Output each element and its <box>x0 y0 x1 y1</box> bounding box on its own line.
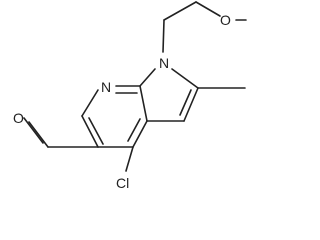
bond-c6-c5-double <box>88 117 104 145</box>
bond-cho-o-double <box>23 117 44 144</box>
bond-c3a-c7a <box>139 85 148 122</box>
atom-label-n7: N <box>101 79 111 95</box>
bond-c4-c3a <box>132 120 148 148</box>
atom-label-cl: Cl <box>116 175 129 191</box>
atom-label-n1: N <box>159 55 169 71</box>
chemical-structure: O N N Cl O <box>13 1 247 191</box>
bond-n7-c6 <box>81 89 99 117</box>
bond-c4-c3a-double <box>127 118 141 142</box>
bond-c2-c3-double <box>179 89 192 116</box>
bond-o-ch2 <box>195 1 221 17</box>
atom-label-o-aldehyde: O <box>13 110 24 126</box>
bond-ch2-ch2 <box>163 1 197 21</box>
bond-c7a-n1 <box>139 68 156 87</box>
bond-n1-c2 <box>171 68 199 89</box>
bond-c4-cl <box>125 146 134 172</box>
bond-c2-c3 <box>183 87 199 122</box>
bond-cho-o <box>28 121 49 148</box>
bond-ch2-n1 <box>162 19 165 53</box>
bond-c6-c5 <box>81 115 99 148</box>
atom-label-o-methoxy: O <box>220 12 231 28</box>
